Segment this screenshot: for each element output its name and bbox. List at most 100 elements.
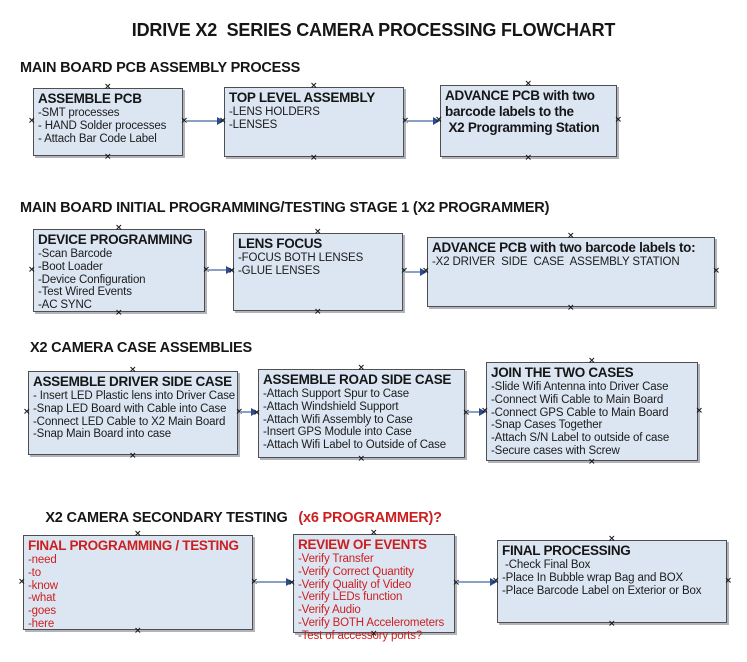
section-header-red-part: (x6 PROGRAMMER)? [298,510,442,526]
box-title: FINAL PROGRAMMING / TESTING [28,538,239,553]
section-header-secondary-testing: X2 CAMERA SECONDARY TESTING (x6 PROGRAMM… [30,494,442,542]
section-header-case-assemblies: X2 CAMERA CASE ASSEMBLIES [30,340,252,356]
box-line: -Check Final Box [502,558,591,571]
box-line: -what [28,592,56,605]
connection-handle-icon: × [314,307,322,317]
box-line: -GLUE LENSES [238,264,320,277]
connection-handle-icon: × [28,264,36,275]
box-line: -Attach S/N Label to outside of case [491,432,670,445]
box-line: -Slide Wifi Antenna into Driver Case [491,380,669,393]
box-line: -Device Configuration [38,273,146,286]
box-line: -Verify BOTH Accelerometers [298,616,445,629]
box-body: - Insert LED Plastic lens into Driver Ca… [33,390,237,441]
box-body: -Check Final Box-Place In Bubble wrap Ba… [502,559,726,597]
box-line: -LENS HOLDERS [229,105,320,118]
connection-handle-icon: × [310,153,318,163]
box-line: - HAND Solder processes [38,119,167,132]
flow-box-assemble-pcb: ASSEMBLE PCB -SMT processes- HAND Solder… [28,83,188,162]
box-title: ASSEMBLE DRIVER SIDE CASE [33,374,232,389]
box-title: ADVANCE PCB with two barcode labels to t… [445,88,600,135]
box-line: -need [28,553,57,566]
flow-box-top-level-assembly: TOP LEVEL ASSEMBLY -LENS HOLDERS-LENSES … [219,82,409,163]
box-line: -Verify LEDs function [298,591,403,604]
flow-box-lens-focus: LENS FOCUS -FOCUS BOTH LENSES-GLUE LENSE… [228,228,408,317]
box-body: -Scan Barcode-Boot Loader-Device Configu… [38,248,204,312]
box-line: -Attach Windshield Support [263,400,399,413]
flow-box-final-processing: FINAL PROCESSING -Check Final Box-Place … [492,535,732,629]
box-title: REVIEW OF EVENTS [298,537,427,552]
page-title: IDRIVE X2 SERIES CAMERA PROCESSING FLOWC… [131,20,616,40]
box-line: -Verify Transfer [298,552,374,565]
box-title: DEVICE PROGRAMMING [38,232,193,247]
box-line: -Connect Wifi Cable to Main Board [491,393,664,406]
box-body: -FOCUS BOTH LENSES-GLUE LENSES [238,252,402,278]
section-header-black-part: X2 CAMERA SECONDARY TESTING [45,510,292,526]
box-line: -goes [28,605,57,618]
connector-arrow [186,117,224,125]
box-line: -Verify Quality of Video [298,578,412,591]
box-title: ASSEMBLE ROAD SIDE CASE [263,372,452,387]
box-body: -X2 DRIVER SIDE CASE ASSEMBLY STATION [432,256,714,269]
connection-handle-icon: × [129,451,137,461]
box-line: -Place Barcode Label on Exterior or Box [502,584,702,597]
box-line: -Snap LED Board with Cable into Case [33,402,227,415]
connection-handle-icon: × [104,152,112,162]
box-body: -Verify Transfer-Verify Correct Quantity… [298,553,454,643]
connector-arrow [207,266,233,274]
flow-box-review-of-events: REVIEW OF EVENTS -Verify Transfer-Verify… [288,529,460,642]
connection-handle-icon: × [18,576,26,587]
box-line: -Test Wired Events [38,286,132,299]
box-line: - Attach Bar Code Label [38,132,157,145]
box-line: -X2 DRIVER SIDE CASE ASSEMBLY STATION [432,255,680,268]
box-line: -Snap Cases Together [491,419,603,432]
box-line: -Connect GPS Cable to Main Board [491,406,669,419]
box-title: TOP LEVEL ASSEMBLY [229,90,375,105]
box-body: -Slide Wifi Antenna into Driver Case-Con… [491,381,697,458]
box-title: ADVANCE PCB with two barcode labels to: [432,240,696,255]
box-line: -Verify Audio [298,604,361,617]
connection-handle-icon: × [23,407,31,417]
box-line: -Scan Barcode [38,247,113,260]
flow-box-assemble-driver-side-case: ASSEMBLE DRIVER SIDE CASE - Insert LED P… [23,366,243,461]
connection-handle-icon: × [357,454,366,464]
box-body: -LENS HOLDERS-LENSES [229,106,403,132]
connection-handle-icon: × [608,619,616,629]
section-header-pcb-assembly: MAIN BOARD PCB ASSEMBLY PROCESS [20,60,301,76]
box-title: LENS FOCUS [238,236,323,251]
box-line: -here [28,617,55,630]
connector-arrow [255,578,293,586]
flow-box-advance-pcb-programming-station: ADVANCE PCB with two barcode labels to t… [435,80,622,163]
box-line: -Place In Bubble wrap Bag and BOX [502,571,684,584]
box-line: -Attach Wifi Label to Outside of Case [263,439,447,452]
box-line: -LENSES [229,118,278,131]
box-line: -to [28,566,41,579]
flow-box-advance-pcb-driver-side-station: ADVANCE PCB with two barcode labels to: … [422,232,720,313]
connector-arrow [457,578,497,586]
box-title: FINAL PROCESSING [502,543,631,558]
box-line: -SMT processes [38,106,120,119]
box-line: -FOCUS BOTH LENSES [238,251,364,264]
section-header-initial-programming: MAIN BOARD INITIAL PROGRAMMING/TESTING S… [20,200,550,216]
box-line: -know [28,579,58,592]
box-line: -AC SYNC [38,299,92,312]
box-line: -Verify Correct Quantity [298,565,414,578]
box-body: -need-to-know-what-goes-here [28,554,252,631]
connection-handle-icon: × [524,153,533,163]
box-body: -SMT processes- HAND Solder processes- A… [38,107,182,145]
flow-box-assemble-road-side-case: ASSEMBLE ROAD SIDE CASE -Attach Support … [253,364,470,464]
box-line: - Insert LED Plastic lens into Driver Ca… [33,389,236,402]
connector-arrow [240,408,258,416]
box-line: -Insert GPS Module into Case [263,426,412,439]
flow-box-final-programming-testing: FINAL PROGRAMMING / TESTING -need-to-kno… [18,530,258,636]
flow-box-join-the-two-cases: JOIN THE TWO CASES -Slide Wifi Antenna i… [481,357,703,467]
box-body: -Attach Support Spur to Case-Attach Wind… [263,388,464,452]
box-title: JOIN THE TWO CASES [491,365,634,380]
connector-arrow [467,408,486,416]
box-line: -Snap Main Board into case [33,428,172,441]
box-line: -Attach Support Spur to Case [263,387,410,400]
connector-arrow [406,117,440,125]
box-title: ASSEMBLE PCB [38,91,142,106]
box-line: -Boot Loader [38,260,103,273]
connector-arrow [405,268,427,276]
